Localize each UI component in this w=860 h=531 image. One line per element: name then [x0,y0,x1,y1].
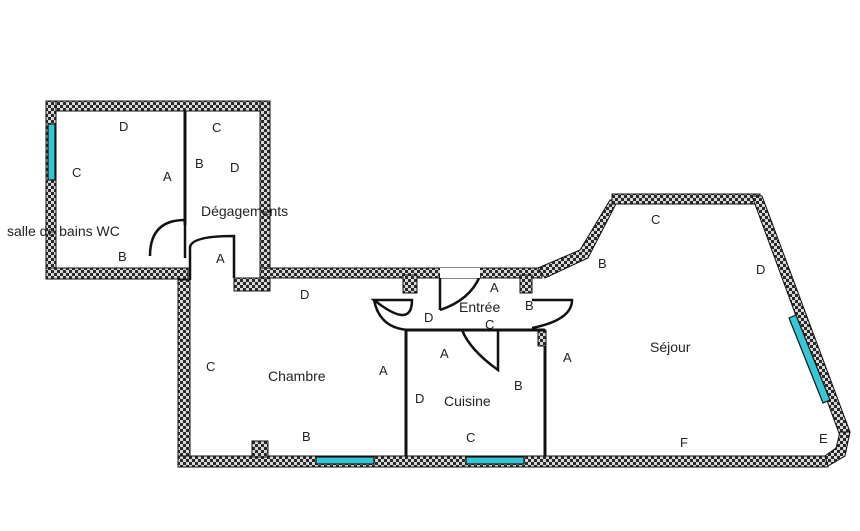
exterior-walls [45,100,851,468]
room-label-chambre: Chambre [268,368,326,384]
wall-right-sejour-diag [751,195,851,437]
room-label-cuisine: Cuisine [444,393,491,409]
wall-bottom-bath [45,267,189,280]
wall-letters: D C A B C B D A D C A B A B D C A D B C … [72,119,828,450]
wall-letter: C [485,317,494,332]
wall-letter: D [119,119,128,134]
door-entree-left-arc [372,299,413,332]
wall-letter: F [680,435,688,450]
room-label-entree: Entrée [459,299,500,315]
wall-letter: A [163,169,172,184]
window-sejour [788,314,831,404]
wall-corner-se [824,431,851,467]
door-deg [188,234,236,280]
wall-letter: B [118,249,127,264]
wall-letter: B [302,429,311,444]
wall-left-chambre [177,279,191,467]
wall-letter: B [514,378,523,393]
wall-letter: C [206,359,215,374]
room-label-degagements: Dégagements [201,203,288,219]
wall-letter: C [466,430,475,445]
window-cuisine [465,456,525,465]
doors [148,218,574,373]
wall-stub-sejour [537,329,547,347]
wall-right-deg [259,100,271,292]
wall-stub-deg [233,277,271,292]
interior-walls [183,111,547,456]
wall-letter: D [300,287,309,302]
door-bath [148,218,187,258]
door-cuisine [460,329,500,373]
room-labels: salle de bains WC Dégagements Chambre En… [7,203,691,409]
wall-letter: D [424,310,433,325]
wall-letter: A [490,280,499,295]
window-chambre [315,456,375,465]
door-entree-left [370,298,414,317]
wall-letter: A [216,251,225,266]
wall-top-sejour [611,193,761,205]
wall-stub-entree-left [402,274,418,294]
wall-stub-entree-right [519,274,533,294]
wall-letter: D [230,160,239,175]
wall-letter: B [598,256,607,271]
door-entree-right [531,298,574,330]
wall-stub-chambre [251,440,269,458]
wall-top-bath [45,100,271,112]
wall-letter: A [440,346,449,361]
door-entree-main [438,275,482,312]
room-label-sejour: Séjour [650,339,691,355]
window-bath [47,123,56,181]
windows [47,123,831,465]
wall-letter: C [72,165,81,180]
wall-letter: A [379,363,388,378]
wall-letter: B [525,298,534,313]
wall-letter: D [756,262,765,277]
wall-top-main [259,267,543,279]
wall-letter: A [563,350,572,365]
room-label-salle-de-bains: salle de bains WC [7,223,120,239]
wall-letter: B [195,156,204,171]
wall-letter: C [651,212,660,227]
wall-letter: C [212,120,221,135]
wall-letter: D [415,391,424,406]
wall-letter: E [819,431,828,446]
